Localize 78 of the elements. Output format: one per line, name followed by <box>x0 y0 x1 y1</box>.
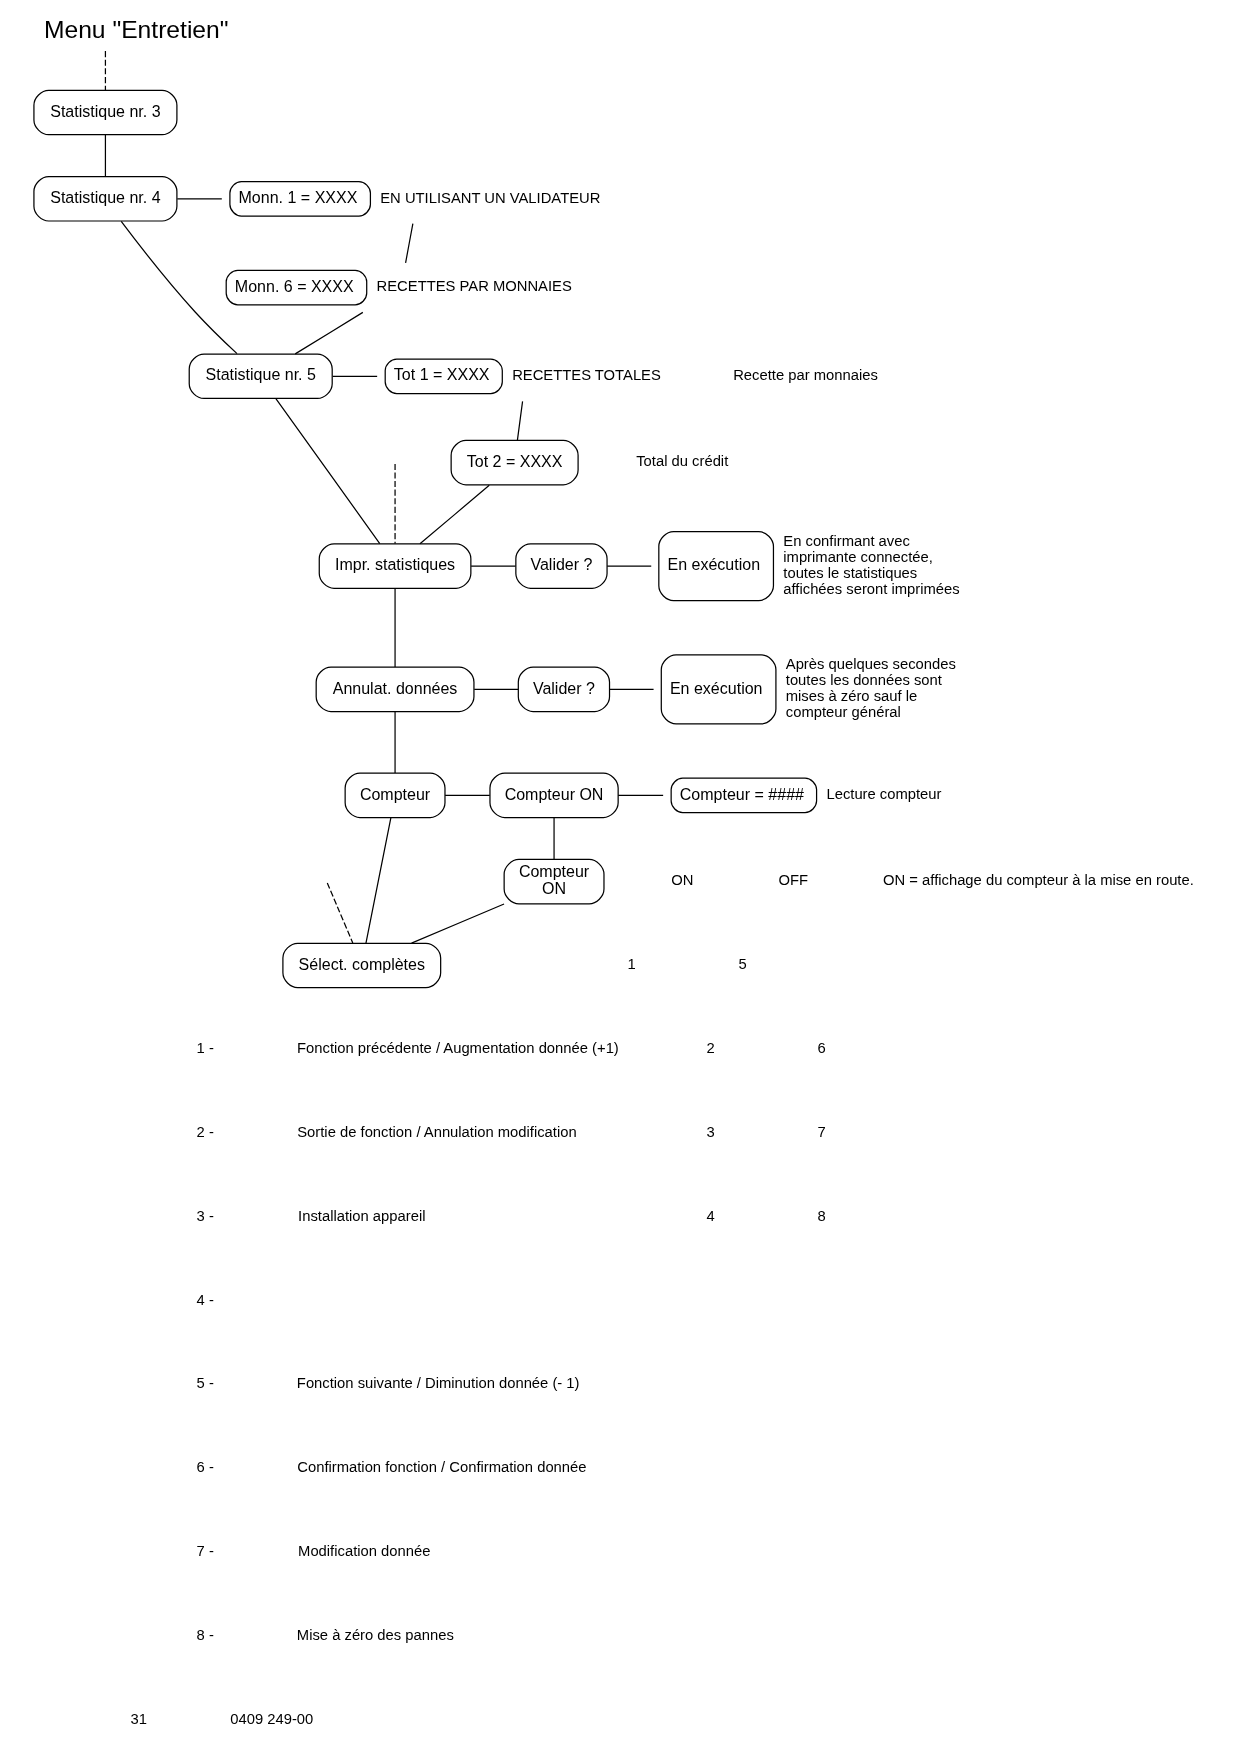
node-box: Annulat. données <box>315 666 475 713</box>
label: Installation appareil <box>298 1207 426 1224</box>
label: 2 - <box>196 1123 214 1140</box>
node-box: En exécution <box>658 531 775 602</box>
label: 1 <box>627 956 636 973</box>
connector <box>473 688 519 690</box>
connector <box>326 882 354 944</box>
label: 31 <box>130 1710 147 1727</box>
node-box: Compteur ON <box>489 772 619 819</box>
label: ON <box>671 872 694 889</box>
label: 7 <box>817 1123 826 1140</box>
label: 0409 249-00 <box>230 1710 314 1727</box>
label: Fonction précédente / Augmentation donnée (+1) <box>297 1040 619 1057</box>
node-label: Après quelques secondes toutes les données sont mises à zéro sauf le compteur général <box>785 656 956 721</box>
connector <box>609 688 655 690</box>
node-box: Monn. 1 = XXXX <box>229 180 372 217</box>
connector <box>419 484 490 545</box>
node-box: Valider ? <box>517 666 611 713</box>
label: 1 - <box>196 1040 214 1057</box>
label: Total du crédit <box>636 453 729 470</box>
node-label: En confirmant avec imprimante connectée, toutes le statistiques affichées seront imprimées <box>783 532 960 597</box>
node-box: Statistique nr. 4 <box>33 176 178 222</box>
label: 4 <box>706 1207 715 1224</box>
label: Fonction suivante / Diminution donnée (- 1) <box>296 1375 580 1392</box>
label: Sortie de fonction / Annulation modification <box>297 1123 577 1140</box>
node-label: EN UTILISANT UN VALIDATEUR <box>380 189 601 206</box>
label: Modification donnée <box>298 1542 431 1559</box>
label: 7 - <box>196 1542 214 1559</box>
label: 4 - <box>196 1291 214 1308</box>
label: 8 - <box>196 1626 214 1643</box>
connector <box>394 587 396 668</box>
connector <box>444 794 491 796</box>
connector <box>606 565 652 567</box>
node-label: RECETTES TOTALES <box>512 367 661 384</box>
connector <box>470 565 517 567</box>
label: 2 <box>706 1040 715 1057</box>
node-box: Valider ? <box>515 543 608 589</box>
connector <box>394 463 396 545</box>
label: ON = affichage du compteur à la mise en route. <box>883 872 1194 889</box>
label: 3 - <box>196 1207 214 1224</box>
connector <box>617 794 664 796</box>
label: Recette par monnaies <box>733 367 878 384</box>
node-box: Monn. 6 = XXXX <box>225 269 368 306</box>
diagram-title: Menu "Entretien" <box>43 15 229 43</box>
connector <box>553 817 555 860</box>
label: 5 - <box>196 1375 214 1392</box>
label: 5 <box>738 956 747 973</box>
connector <box>405 223 414 264</box>
connector <box>294 311 364 355</box>
connector <box>275 398 381 545</box>
label: OFF <box>778 872 808 889</box>
connector <box>516 400 524 441</box>
connector <box>176 198 223 200</box>
node-box: Tot 1 = XXXX <box>384 358 503 395</box>
label: Mise à zéro des pannes <box>296 1626 454 1643</box>
node-box: Compteur ON <box>503 858 605 905</box>
node-box: Impr. statistiques <box>318 543 472 589</box>
node-box: Statistique nr. 3 <box>33 89 178 136</box>
label: 6 - <box>196 1459 214 1476</box>
node-label: Lecture compteur <box>826 786 942 803</box>
connector <box>104 50 107 91</box>
connector <box>394 711 396 774</box>
connector <box>410 903 505 944</box>
connector <box>365 817 392 944</box>
label: Confirmation fonction / Confirmation donnée <box>297 1459 587 1476</box>
node-box: Compteur = #### <box>670 777 818 814</box>
connector <box>120 220 238 355</box>
node-box: Statistique nr. 5 <box>188 353 333 400</box>
label: 8 <box>817 1207 826 1224</box>
node-label: RECETTES PAR MONNAIES <box>376 278 572 295</box>
node-box: En exécution <box>660 654 777 725</box>
connector <box>104 134 107 177</box>
label: 3 <box>706 1123 715 1140</box>
connector <box>332 375 378 377</box>
node-box: Tot 2 = XXXX <box>450 439 579 486</box>
node-box: Compteur <box>344 772 446 819</box>
node-box: Sélect. complètes <box>282 942 442 989</box>
label: 6 <box>817 1040 826 1057</box>
